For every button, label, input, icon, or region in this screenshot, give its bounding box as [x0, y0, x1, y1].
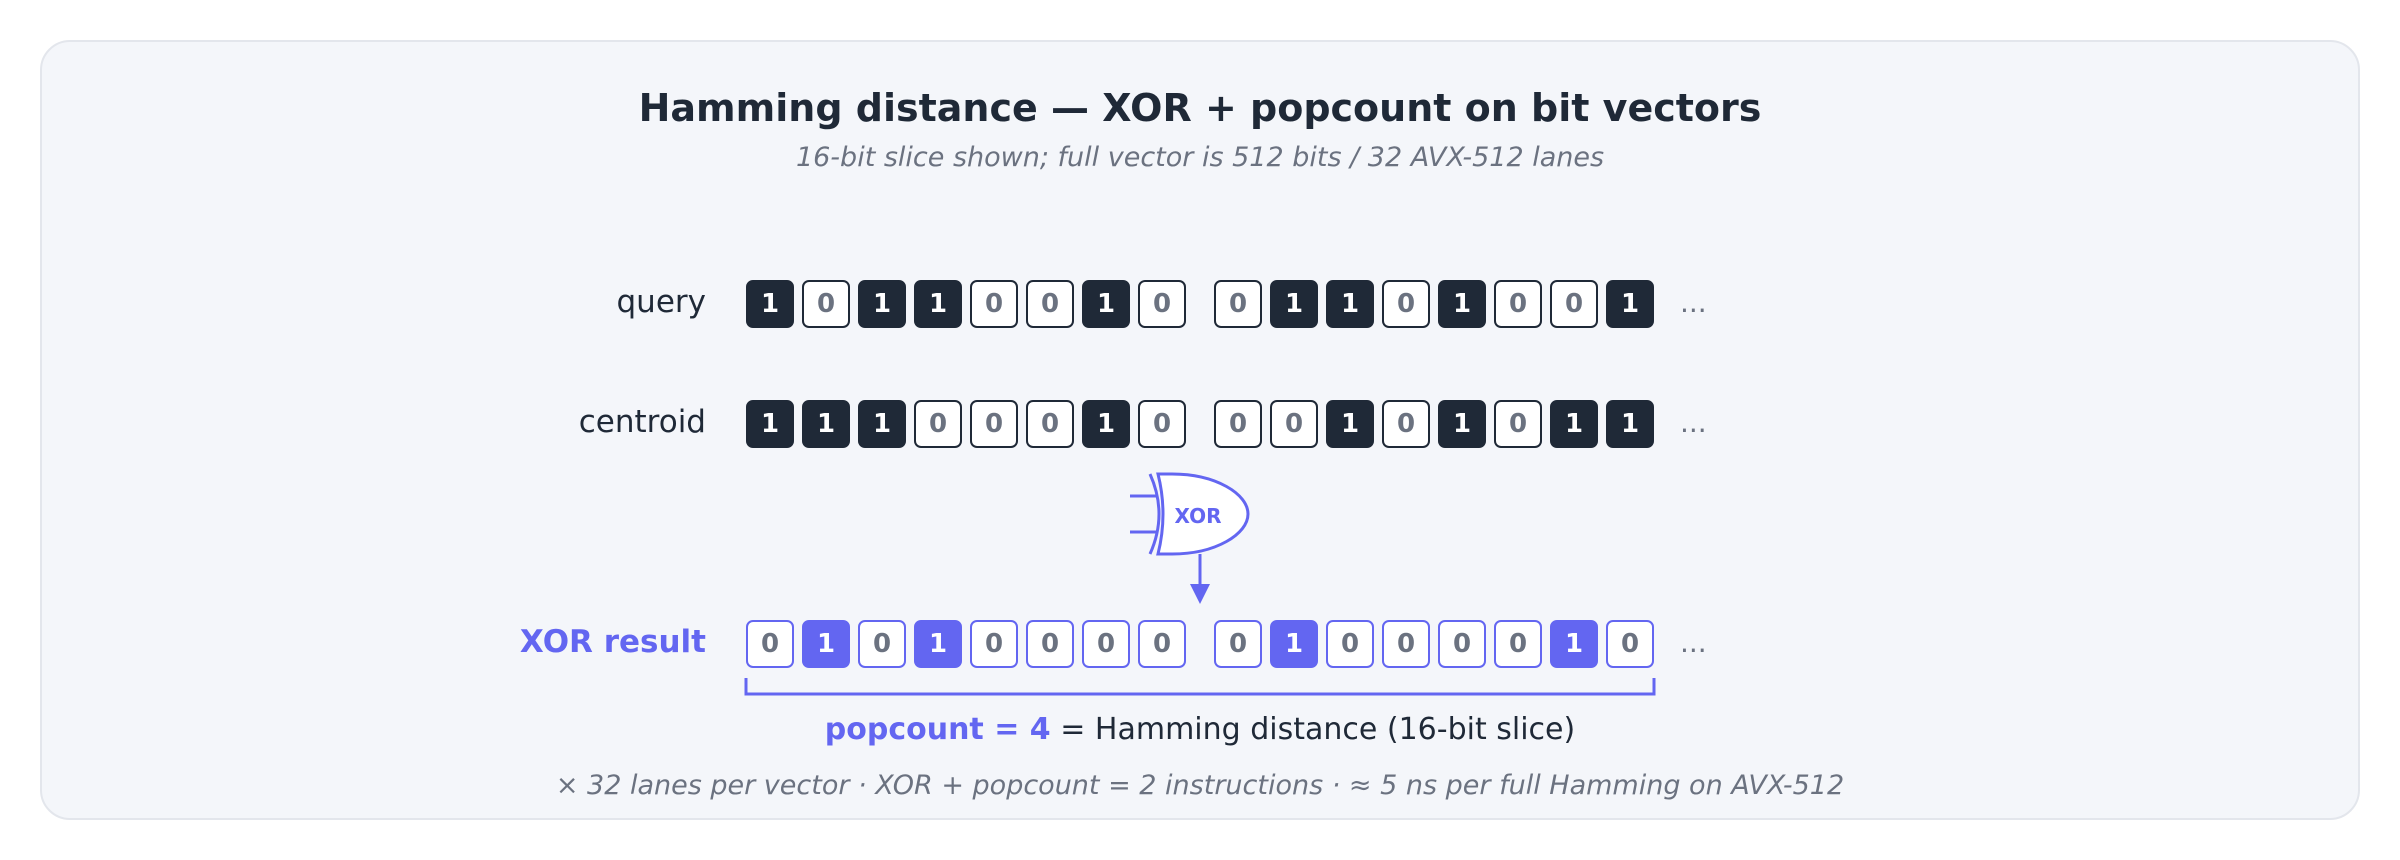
- bit-cell-centroid-4: 0: [970, 400, 1018, 448]
- bit-cell-query-9: 1: [1270, 280, 1318, 328]
- footnote: × 32 lanes per vector · XOR + popcount =…: [555, 770, 1845, 801]
- bit-cell-centroid-15: 1: [1606, 400, 1654, 448]
- gate-xor-arc: [1148, 473, 1161, 555]
- gate-label: XOR: [1174, 504, 1221, 528]
- bit-cell-query-4: 0: [970, 280, 1018, 328]
- bit-cell-xor-result-2: 0: [858, 620, 906, 668]
- bit-cell-query-3: 1: [914, 280, 962, 328]
- popcount-caption: popcount = 4 = Hamming distance (16-bit …: [0, 712, 2400, 747]
- ellipsis-xor-result: ...: [1680, 626, 1707, 659]
- bit-cell-query-0: 1: [746, 280, 794, 328]
- bit-cell-xor-result-6: 0: [1082, 620, 1130, 668]
- bit-cell-query-8: 0: [1214, 280, 1262, 328]
- bit-cell-xor-result-4: 0: [970, 620, 1018, 668]
- bit-cell-query-5: 0: [1026, 280, 1074, 328]
- bit-cell-query-12: 1: [1438, 280, 1486, 328]
- bit-cell-query-11: 0: [1382, 280, 1430, 328]
- row-label-xor-result: XOR result: [519, 624, 706, 660]
- bit-cell-centroid-10: 1: [1326, 400, 1374, 448]
- bit-cell-query-15: 1: [1606, 280, 1654, 328]
- diagram-title: Hamming distance — XOR + popcount on bit…: [638, 86, 1762, 130]
- bit-cell-centroid-12: 1: [1438, 400, 1486, 448]
- popcount-value: popcount = 4: [824, 712, 1051, 747]
- bit-cell-query-13: 0: [1494, 280, 1542, 328]
- xor-gate-icon: XOR: [1130, 472, 1250, 604]
- row-label-query: query: [616, 284, 707, 320]
- bit-cell-centroid-7: 0: [1138, 400, 1186, 448]
- bit-cell-query-7: 0: [1138, 280, 1186, 328]
- bit-cell-centroid-1: 1: [802, 400, 850, 448]
- bit-cell-xor-result-10: 0: [1326, 620, 1374, 668]
- bit-cell-query-14: 0: [1550, 280, 1598, 328]
- bit-cell-query-1: 0: [802, 280, 850, 328]
- ellipsis-centroid: ...: [1680, 406, 1707, 439]
- bit-cell-centroid-2: 1: [858, 400, 906, 448]
- bit-cell-xor-result-5: 0: [1026, 620, 1074, 668]
- ellipsis-query: ...: [1680, 286, 1707, 319]
- bit-cell-centroid-8: 0: [1214, 400, 1262, 448]
- bit-cell-xor-result-7: 0: [1138, 620, 1186, 668]
- arrow-down-icon: [1190, 584, 1210, 604]
- bit-cell-centroid-3: 0: [914, 400, 962, 448]
- bit-cell-xor-result-12: 0: [1438, 620, 1486, 668]
- bit-cell-centroid-9: 0: [1270, 400, 1318, 448]
- bit-cell-xor-result-3: 1: [914, 620, 962, 668]
- bit-cell-centroid-5: 0: [1026, 400, 1074, 448]
- bit-cell-xor-result-1: 1: [802, 620, 850, 668]
- bit-cell-centroid-14: 1: [1550, 400, 1598, 448]
- bit-cell-query-10: 1: [1326, 280, 1374, 328]
- bit-cell-centroid-13: 0: [1494, 400, 1542, 448]
- row-label-centroid: centroid: [578, 404, 706, 440]
- bit-cell-xor-result-9: 1: [1270, 620, 1318, 668]
- bit-cell-centroid-6: 1: [1082, 400, 1130, 448]
- popcount-bracket: [744, 678, 1656, 696]
- diagram-subtitle: 16-bit slice shown; full vector is 512 b…: [795, 142, 1605, 173]
- bit-cell-xor-result-11: 0: [1382, 620, 1430, 668]
- bit-cell-xor-result-0: 0: [746, 620, 794, 668]
- diagram-card: [40, 40, 2360, 820]
- bit-cell-xor-result-15: 0: [1606, 620, 1654, 668]
- popcount-description: = Hamming distance (16-bit slice): [1050, 712, 1576, 747]
- bit-cell-xor-result-13: 0: [1494, 620, 1542, 668]
- bit-cell-query-6: 1: [1082, 280, 1130, 328]
- bit-cell-xor-result-14: 1: [1550, 620, 1598, 668]
- bit-cell-query-2: 1: [858, 280, 906, 328]
- gate-body: [1156, 472, 1250, 556]
- bit-cell-centroid-0: 1: [746, 400, 794, 448]
- bit-cell-centroid-11: 0: [1382, 400, 1430, 448]
- bit-cell-xor-result-8: 0: [1214, 620, 1262, 668]
